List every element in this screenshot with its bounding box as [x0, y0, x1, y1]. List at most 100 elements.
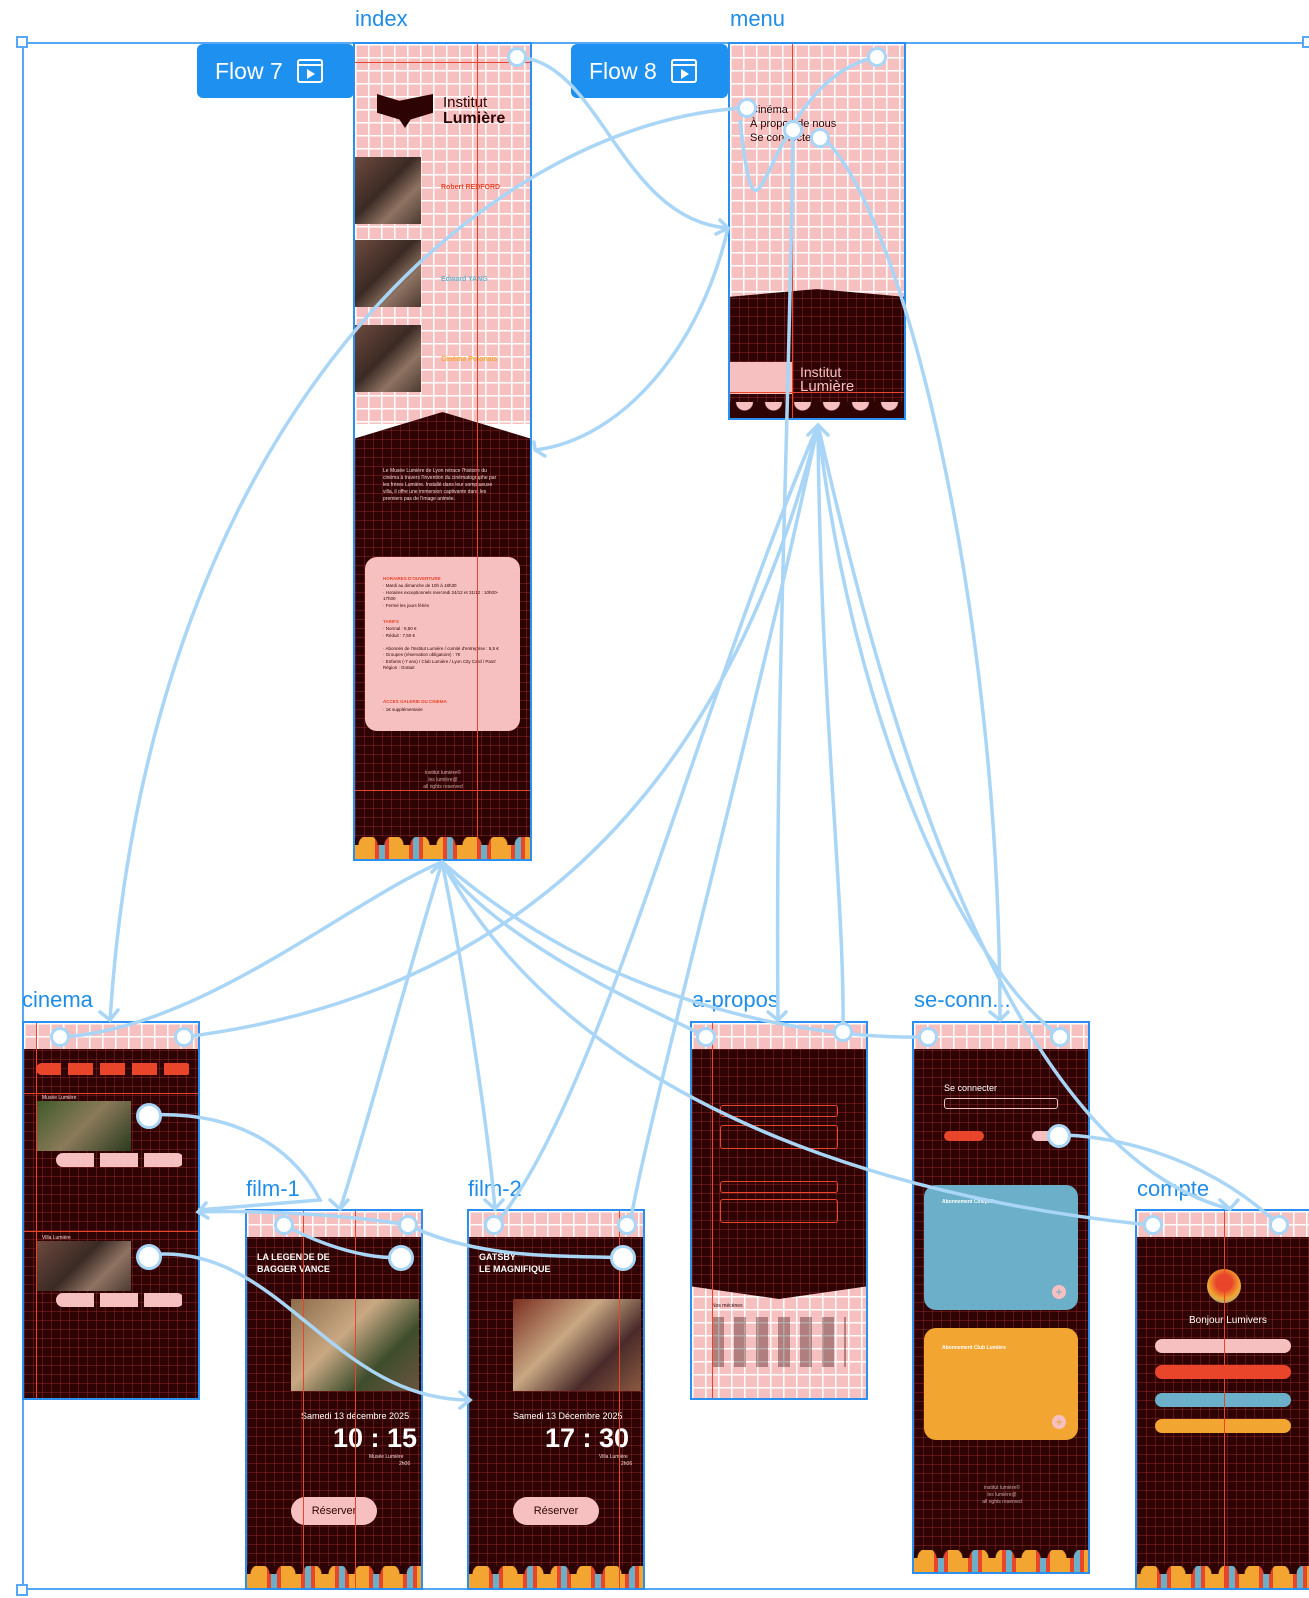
canvas-selection-border	[22, 42, 1309, 1590]
selection-handle-bl[interactable]	[16, 1584, 28, 1596]
hours-text: · Mardi au dimanche de 10h à 18h30 · Hor…	[383, 583, 499, 608]
a-propos-input-3[interactable]	[720, 1181, 838, 1193]
connector-node[interactable]	[696, 1027, 716, 1047]
a-propos-input-1[interactable]	[720, 1105, 838, 1117]
person-name-3: Cinéma Polonais	[441, 356, 498, 363]
connector-node[interactable]	[136, 1103, 162, 1129]
menu-item-se-connecter[interactable]: Se connecter	[750, 132, 815, 144]
film-2-poster	[513, 1299, 641, 1391]
frame-compte[interactable]: Bonjour Lumivers	[1135, 1209, 1309, 1590]
connector-node[interactable]	[617, 1215, 637, 1235]
frame-menu[interactable]: Cinéma À propos de nous Se connecter Ins…	[728, 42, 906, 420]
login-email-input[interactable]	[944, 1098, 1058, 1109]
flow-8-tag[interactable]: Flow 8	[571, 44, 728, 98]
section-musee-lumiere: Musée Lumière	[42, 1095, 77, 1101]
guide-line	[477, 44, 478, 859]
connector-node[interactable]	[136, 1244, 162, 1270]
guide-line	[355, 62, 530, 63]
frame-label-menu[interactable]: menu	[730, 6, 786, 31]
frame-label-compte[interactable]: compte	[1137, 1176, 1210, 1201]
film-1-reserve-button[interactable]: Réserver	[291, 1497, 377, 1525]
connector-node[interactable]	[1047, 1124, 1071, 1148]
menu-logo-block	[730, 362, 792, 394]
index-footer: institut lumière© les lumière@ all right…	[423, 770, 463, 790]
connector-node[interactable]	[398, 1215, 418, 1235]
portrait-polonais	[355, 325, 421, 392]
compte-option-1[interactable]	[1155, 1339, 1291, 1353]
frame-label-film-2[interactable]: film-2	[468, 1176, 522, 1201]
connector-node[interactable]	[388, 1245, 414, 1271]
compte-greeting: Bonjour Lumivers	[1189, 1315, 1267, 1326]
connector-node[interactable]	[507, 47, 527, 67]
frame-label-index[interactable]: index	[355, 6, 408, 31]
present-icon[interactable]	[670, 59, 697, 83]
seats-decoration	[247, 1566, 421, 1588]
connector-node[interactable]	[918, 1027, 938, 1047]
frame-cinema[interactable]: Musée Lumière Villa Lumière	[22, 1021, 200, 1400]
film-2-reserve-button[interactable]: Réserver	[513, 1497, 599, 1525]
showtime-pills-2[interactable]	[56, 1293, 184, 1307]
connector-node[interactable]	[1143, 1215, 1163, 1235]
selection-handle-tl[interactable]	[16, 36, 28, 48]
card-1-add-icon[interactable]: +	[1052, 1285, 1066, 1299]
flow-7-tag[interactable]: Flow 7	[197, 44, 354, 98]
person-name-2: Edward YANG	[441, 276, 488, 283]
person-name-1: Robert REDFORD	[441, 184, 501, 191]
cinema-thumb-1	[36, 1101, 131, 1151]
guide-line	[730, 392, 904, 393]
film-1-duration: 2h06	[399, 1461, 411, 1467]
a-propos-input-2[interactable]	[720, 1125, 838, 1149]
compte-option-2[interactable]	[1155, 1365, 1291, 1379]
flow-8-label: Flow 8	[589, 57, 657, 84]
logo-line1: Institut	[443, 94, 488, 111]
connector-node[interactable]	[174, 1027, 194, 1047]
guide-line	[24, 1231, 198, 1232]
connector-node[interactable]	[610, 1245, 636, 1271]
frame-index[interactable]: Institut Lumière Robert REDFORD Edward Y…	[353, 42, 532, 861]
connector-node[interactable]	[1269, 1215, 1289, 1235]
portrait-yang	[355, 240, 421, 307]
showtime-pills-1[interactable]	[56, 1153, 184, 1167]
se-connecter-footer: institut lumière© les lumière@ all right…	[982, 1485, 1022, 1505]
portrait-redford	[355, 157, 421, 224]
connector-node[interactable]	[484, 1215, 504, 1235]
frame-label-se-connecter[interactable]: se-conn...	[914, 987, 1011, 1012]
compte-option-4[interactable]	[1155, 1419, 1291, 1433]
connector-node[interactable]	[1050, 1027, 1070, 1047]
connector-node[interactable]	[50, 1027, 70, 1047]
frame-label-film-1[interactable]: film-1	[246, 1176, 300, 1201]
guide-line	[355, 1211, 356, 1588]
film-1-title: LA LEGENDE DE BAGGER VANCE	[257, 1252, 330, 1274]
card-1-title: Abonnement Cinéphile	[942, 1199, 997, 1205]
seats-decoration	[469, 1566, 643, 1588]
tarifs-title: TARIFS	[383, 619, 399, 624]
connector-node[interactable]	[783, 120, 803, 140]
seats-decoration	[914, 1550, 1088, 1572]
a-propos-input-4[interactable]	[720, 1199, 838, 1223]
guide-line	[303, 1211, 304, 1588]
selection-handle-tr[interactable]	[1302, 36, 1309, 48]
film-1-place: Musée Lumière	[369, 1454, 404, 1460]
frame-se-connecter[interactable]: Se connecter Abonnement Cinéphile + Abon…	[912, 1021, 1090, 1574]
connector-node[interactable]	[810, 128, 830, 148]
film-1-time: 10 : 15	[333, 1423, 418, 1453]
frame-label-cinema[interactable]: cinema	[22, 987, 93, 1012]
compte-option-3[interactable]	[1155, 1393, 1291, 1407]
guide-line	[24, 1093, 198, 1094]
frame-label-a-propos[interactable]: a-propos	[692, 987, 779, 1012]
connector-node[interactable]	[274, 1215, 294, 1235]
frame-a-propos[interactable]: Nos mécènes	[690, 1021, 868, 1400]
acces-title: ACCES GALERIE DU CINEMA	[383, 699, 447, 704]
guide-line	[712, 1023, 713, 1398]
flow-7-label: Flow 7	[215, 57, 283, 84]
card-2-add-icon[interactable]: +	[1052, 1415, 1066, 1429]
film-2-date: Samedi 13 Décembre 2025	[513, 1411, 623, 1421]
present-icon[interactable]	[296, 59, 323, 83]
se-connecter-title: Se connecter	[944, 1083, 998, 1093]
film-2-time: 17 : 30	[545, 1423, 630, 1453]
filter-chips[interactable]	[36, 1063, 192, 1075]
login-submit-button[interactable]	[944, 1131, 984, 1141]
connector-node[interactable]	[867, 47, 887, 67]
connector-node[interactable]	[833, 1022, 853, 1042]
connector-node[interactable]	[737, 98, 757, 118]
